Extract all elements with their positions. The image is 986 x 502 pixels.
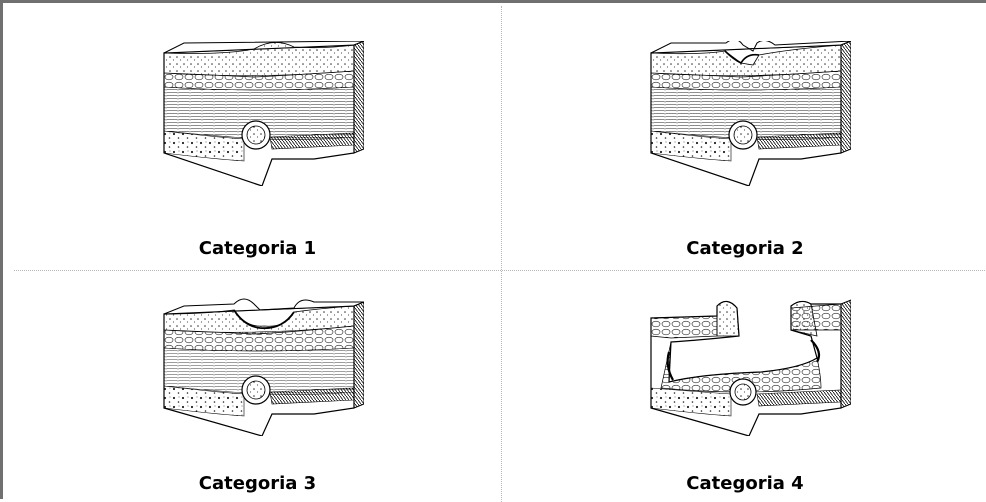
panel-caption: Categoria 1 — [14, 238, 501, 259]
tissue-cross-section-illustration-3 — [154, 296, 364, 436]
panel-category-4: Categoria 4 — [501, 270, 986, 502]
tissue-cross-section-illustration-2 — [641, 41, 851, 186]
panel-category-2: Categoria 2 — [501, 6, 986, 270]
panel-caption: Categoria 4 — [501, 473, 986, 494]
panel-caption: Categoria 3 — [14, 473, 501, 494]
tissue-cross-section-illustration-4 — [641, 296, 851, 436]
panel-caption: Categoria 2 — [501, 238, 986, 259]
tissue-cross-section-illustration-1 — [154, 41, 364, 186]
panel-category-3: Categoria 3 — [14, 270, 501, 502]
category-grid: Categoria 1 Categoria 2 — [6, 6, 986, 502]
panel-category-1: Categoria 1 — [14, 6, 501, 270]
